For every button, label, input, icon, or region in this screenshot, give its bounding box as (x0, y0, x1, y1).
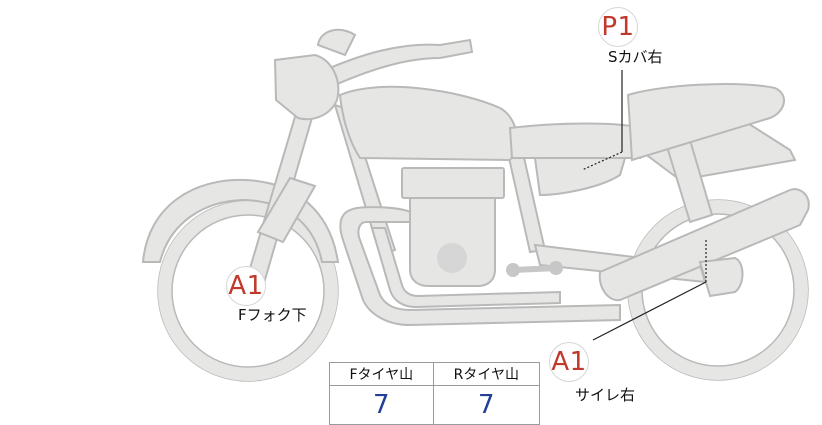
engine-block (409, 197, 496, 287)
damage-marker-a1-front-fork[interactable]: A1 (226, 266, 266, 306)
rear-tire-tread-header: Rタイヤ山 (432, 362, 541, 386)
engine-head (401, 167, 505, 199)
leader-a1-muffler (592, 281, 707, 341)
tire-tread-table: Fタイヤ山 Rタイヤ山 7 7 (329, 362, 541, 425)
handlebar (323, 38, 474, 87)
muffler-end (698, 256, 744, 298)
fork-lower (256, 176, 317, 244)
foot-peg-end (506, 263, 520, 277)
leader-p1-dash (581, 151, 623, 171)
marker-code: A1 (551, 347, 587, 377)
front-tire-tread-value: 7 (329, 385, 434, 425)
damage-marker-a1-muffler[interactable]: A1 (549, 342, 589, 382)
marker-label-p1: Sカバ右 (608, 48, 663, 66)
muffler (598, 188, 810, 302)
marker-label-a1-front-fork: Fフォク下 (238, 306, 307, 324)
marker-label-a1-muffler: サイレ右 (575, 386, 636, 404)
exhaust-pipe-2 (370, 227, 561, 309)
fuel-tank (338, 85, 518, 162)
foot-peg-end-2 (549, 261, 563, 275)
front-tire-tread-header: Fタイヤ山 (329, 362, 434, 386)
mirror (316, 28, 357, 57)
seat-rear (626, 83, 785, 162)
engine-cover (437, 243, 467, 273)
exhaust-pipe (339, 206, 621, 327)
damage-marker-p1[interactable]: P1 (598, 7, 638, 47)
marker-code: A1 (228, 271, 264, 301)
marker-code: P1 (601, 12, 635, 42)
headlight (273, 53, 340, 121)
side-cover (533, 157, 627, 197)
rear-tire-tread-value: 7 (432, 385, 541, 425)
